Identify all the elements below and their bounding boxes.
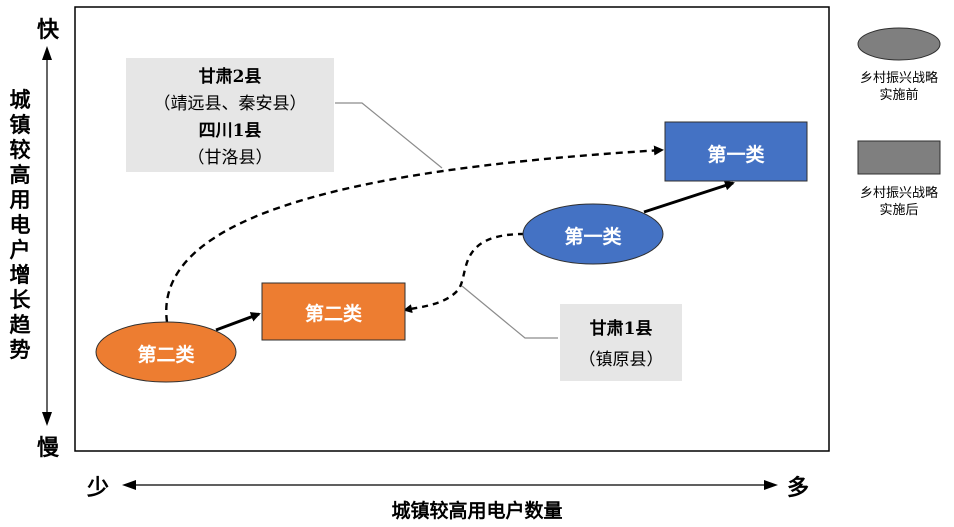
rect-class1-label: 第一类 <box>707 144 765 166</box>
rect-class2-after <box>261 282 406 341</box>
x-axis-label: 城镇较高用电户数量 <box>391 500 563 522</box>
dashed-curve-class2-to-class1 <box>165 145 664 323</box>
y-axis-label-char: 城 <box>9 88 31 112</box>
y-axis-arrow-down <box>42 412 52 426</box>
y-axis-top-label: 快 <box>37 18 60 43</box>
legend-rect-icon <box>857 140 941 175</box>
legend-after-label-line: 乡村振兴战略 <box>859 186 938 201</box>
note-top-line3: 四川1县 <box>198 121 262 141</box>
y-axis-label: 城镇较高用电户增长趋势 <box>8 88 32 363</box>
note-top-line1: 甘肃2县 <box>198 67 262 87</box>
legend-ellipse-icon <box>857 27 941 61</box>
y-axis-label-char: 势 <box>9 338 31 362</box>
bottom-note-leader <box>461 285 558 339</box>
note-bottom-line1: 甘肃1县 <box>589 319 653 339</box>
legend-before-label-line: 实施前 <box>879 88 919 103</box>
y-axis-label-char: 长 <box>9 288 31 312</box>
legend-before-label-line: 乡村振兴战略 <box>859 71 938 86</box>
rect-class2-label: 第二类 <box>304 303 362 325</box>
y-axis-label-char: 高 <box>9 163 31 187</box>
solid-arrow-class2 <box>215 312 261 332</box>
y-axis-label-char: 用 <box>9 188 31 212</box>
note-bottom: 甘肃1县 （镇原县） <box>560 304 682 381</box>
legend-before-label: 乡村振兴战略实施前 <box>844 70 954 104</box>
note-top-line2: （靖远县、秦安县） <box>153 94 307 114</box>
y-axis-label-char: 较 <box>9 138 31 162</box>
legend-after-label: 乡村振兴战略实施后 <box>844 185 954 219</box>
y-axis-bottom-label: 慢 <box>37 436 60 461</box>
rect-class1-after <box>664 121 808 182</box>
x-axis-arrow-right <box>764 480 778 490</box>
y-axis-label-char: 电 <box>9 213 31 237</box>
note-top-line4: （甘洛县） <box>187 148 273 168</box>
ellipse-class1-before <box>522 203 664 265</box>
legend-after-label-line: 实施后 <box>879 203 919 218</box>
ellipse-class2-before <box>95 321 237 383</box>
top-note-leader <box>335 102 443 169</box>
y-axis-label-char: 增 <box>9 263 31 287</box>
note-bottom-line2: （镇原县） <box>578 350 664 370</box>
note-top: 甘肃2县 （靖远县、秦安县） 四川1县 （甘洛县） <box>126 58 334 172</box>
x-axis-right-label: 多 <box>787 476 810 501</box>
ellipse-class2-label: 第二类 <box>137 344 195 366</box>
y-axis-label-char: 镇 <box>9 113 31 137</box>
dashed-curve-class1-to-class2 <box>403 232 525 314</box>
solid-arrow-class1 <box>643 180 735 214</box>
y-axis-label-char: 户 <box>9 238 31 262</box>
y-axis-arrow-up <box>42 46 52 60</box>
x-axis-left-label: 少 <box>87 476 110 501</box>
y-axis-label-char: 趋 <box>9 313 31 337</box>
ellipse-class1-label: 第一类 <box>564 226 622 248</box>
plot-frame <box>74 6 830 452</box>
x-axis-arrow-left <box>122 480 136 490</box>
